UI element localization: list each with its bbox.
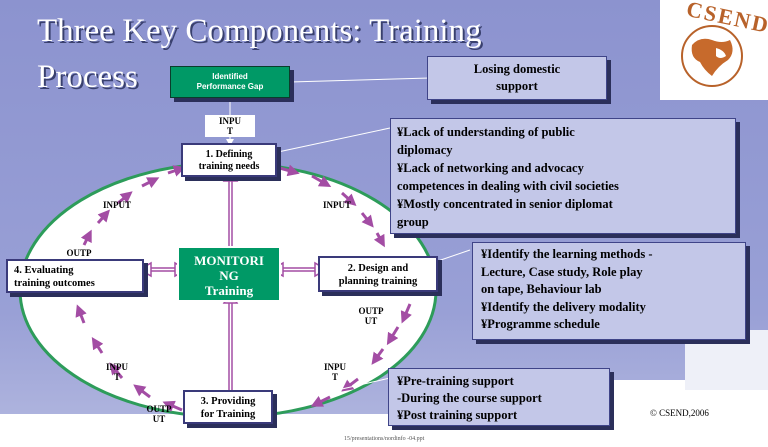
support-line-3: ¥Post training support (397, 408, 518, 422)
support-line-1: ¥Pre-training support (397, 374, 514, 388)
losing-line-2: support (496, 79, 538, 93)
input-label-bottom-left: INPU T (98, 362, 136, 382)
title-line-2: Process (37, 59, 138, 95)
monitoring-line-1: MONITORI (194, 253, 264, 268)
csend-logo-graphic (660, 0, 768, 100)
input-label-right: INPUT (318, 200, 356, 210)
outp-bottom-line-2: UT (152, 414, 166, 424)
design-line-1: 2. Design and (347, 263, 409, 274)
design-planning-box: 2. Design and planning training (318, 256, 438, 292)
needs-line-1: ¥Lack of understanding of public (397, 125, 575, 139)
needs-line-6: group (397, 215, 429, 229)
outp-bottom-line-1: OUTP (146, 404, 172, 414)
input-br-line-1: INPU (324, 362, 346, 372)
output-label-right: OUTP UT (352, 306, 390, 326)
outp-right-line-1: OUTP (358, 306, 384, 316)
needs-line-2: diplomacy (397, 143, 453, 157)
providing-training-box: 3. Providing for Training (183, 390, 273, 424)
input-label-bottom-right: INPU T (316, 362, 354, 382)
copyright-text: © CSEND,2006 (650, 408, 760, 418)
evaluating-line-2: training outcomes (14, 278, 95, 289)
input-br-line-2: T (331, 372, 338, 382)
monitoring-line-3: Training (204, 283, 254, 298)
methods-line-3: on tape, Behaviour lab (481, 282, 602, 296)
outp-right-line-2: UT (364, 316, 378, 326)
right-mid-panel (685, 330, 768, 390)
input-top-line-1: INPU (219, 116, 241, 126)
evaluating-line-1: 4. Evaluating (14, 265, 74, 276)
monitoring-line-2: NG (219, 268, 239, 283)
title-line-1: Three Key Components: Training (37, 13, 482, 49)
methods-line-5: ¥Programme schedule (481, 317, 600, 331)
defining-needs-box: 1. Defining training needs (181, 143, 277, 177)
file-path-text: 15/presentations/nordinfo -04.ppt (344, 436, 544, 442)
monitoring-arrows (150, 180, 316, 392)
input-right-text: INPUT (322, 200, 351, 210)
providing-line-2: for Training (200, 409, 256, 420)
support-line-2: -During the course support (397, 391, 542, 405)
input-label-left: INPUT (98, 200, 136, 210)
defining-line-1: 1. Defining (205, 149, 253, 160)
input-left-text: INPUT (102, 200, 131, 210)
copyright-value: © CSEND,2006 (650, 408, 709, 418)
methods-line-2: Lecture, Case study, Role play (481, 264, 643, 279)
input-bl-line-1: INPU (106, 362, 128, 372)
file-path-value: 15/presentations/nordinfo -04.ppt (344, 436, 425, 442)
input-top-line-2: T (226, 126, 233, 136)
cycle-arrows (75, 164, 412, 412)
needs-line-3: ¥Lack of networking and advocacy (397, 161, 584, 175)
needs-callout: ¥Lack of understanding of public diploma… (390, 118, 736, 234)
needs-line-4: competences in dealing with civil societ… (397, 179, 619, 193)
providing-line-1: 3. Providing (200, 396, 256, 407)
monitoring-training-box: MONITORI NG Training (177, 246, 281, 302)
losing-support-callout: Losing domestic support (427, 56, 607, 100)
support-callout: ¥Pre-training support -During the course… (388, 368, 610, 426)
losing-line-1: Losing domestic (473, 62, 561, 76)
performance-gap-box: Identified Performance Gap (170, 66, 290, 98)
slide-title: Three Key Components: Training Process (37, 12, 597, 96)
gap-line-2: Performance Gap (196, 82, 264, 91)
methods-callout: ¥Identify the learning methods - Lecture… (472, 242, 746, 340)
evaluating-outcomes-box: 4. Evaluating training outcomes (6, 259, 144, 293)
methods-line-1: ¥Identify the learning methods - (481, 247, 653, 261)
needs-line-5: ¥Mostly concentrated in senior diplomat (397, 197, 613, 211)
output-label-bottom: OUTP UT (140, 404, 178, 424)
design-line-2: planning training (338, 276, 418, 287)
methods-line-4: ¥Identify the delivery modality (481, 299, 646, 314)
input-bl-line-2: T (113, 372, 120, 382)
outp-left-line-1: OUTP (66, 248, 92, 258)
gap-line-1: Identified (212, 72, 248, 81)
defining-line-2: training needs (198, 161, 260, 172)
input-label-top: INPU T (205, 115, 255, 137)
